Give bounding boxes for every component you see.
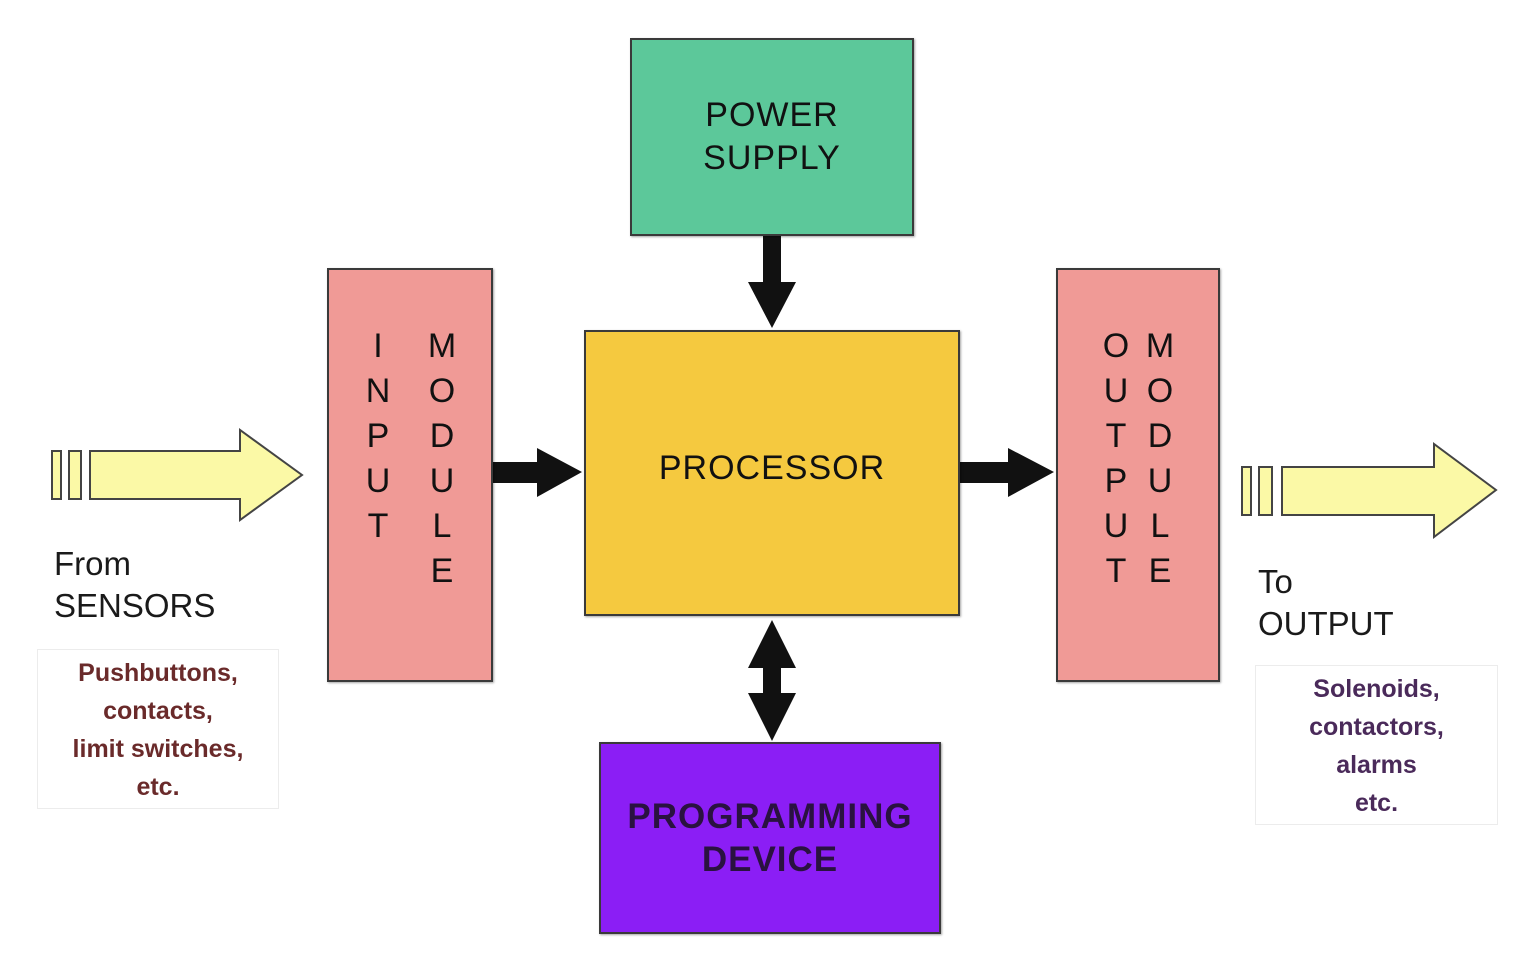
input-module-letter: N <box>365 372 391 410</box>
input-module-letter: U <box>429 462 455 500</box>
output-module-letter: U <box>1103 507 1129 545</box>
input-module-letter: O <box>428 372 456 410</box>
input-to-processor-arrow <box>493 448 582 497</box>
sensor-device-item: contacts, <box>103 697 213 725</box>
processor-block: PROCESSOR <box>584 330 960 616</box>
input-module-letter: T <box>367 507 389 545</box>
input-arrow-tail-bar-1 <box>51 450 62 500</box>
output-module-letter: O <box>1146 372 1174 410</box>
output-module-letter: E <box>1148 552 1172 590</box>
output-devices-list: Solenoids, contactors, alarms etc. <box>1255 665 1498 825</box>
input-arrow-body <box>89 428 304 522</box>
output-arrow-body <box>1281 442 1498 540</box>
sensor-device-item: Pushbuttons, <box>78 659 238 687</box>
processor-label: PROCESSOR <box>658 448 886 487</box>
output-module-letter: P <box>1104 462 1128 500</box>
power-supply-label: POWER SUPPLY <box>703 96 841 177</box>
input-module-letter: M <box>427 327 457 365</box>
output-signal-arrow <box>1241 442 1498 540</box>
input-module-letter: U <box>365 462 391 500</box>
output-module-letter: T <box>1105 552 1127 590</box>
output-module-word-module: M O D U L E <box>1143 324 1177 594</box>
programming-device-label: PROGRAMMING DEVICE <box>627 797 913 879</box>
power-to-processor-arrow <box>748 236 796 328</box>
output-device-item: alarms <box>1336 751 1417 779</box>
output-device-item: etc. <box>1354 789 1399 817</box>
output-label-line: OUTPUT <box>1258 605 1394 642</box>
sensor-device-item: limit switches, <box>72 735 244 763</box>
output-module-letter: D <box>1147 417 1173 455</box>
output-module-letter: U <box>1103 372 1129 410</box>
to-output-label: To OUTPUT <box>1258 561 1394 645</box>
input-module-word-module: M O D U L E <box>425 324 459 594</box>
processor-to-output-arrow <box>960 448 1054 497</box>
sensors-label-line: SENSORS <box>54 587 216 624</box>
input-module-label: I N P U T M O D U L E <box>361 324 459 594</box>
input-module-letter: L <box>432 507 452 545</box>
output-arrow-tail-bar-1 <box>1241 466 1252 516</box>
output-device-item: Solenoids, <box>1313 675 1440 703</box>
output-module-letter: L <box>1150 507 1170 545</box>
output-module-letter: M <box>1145 327 1175 365</box>
input-arrow-tail-bar-2 <box>68 450 82 500</box>
sensor-device-item: etc. <box>136 773 180 801</box>
output-module-block: O U T P U T M O D U L E <box>1056 268 1220 682</box>
from-label-line: From <box>54 545 131 582</box>
input-signal-arrow <box>51 428 304 522</box>
output-module-letter: T <box>1105 417 1127 455</box>
input-module-letter: E <box>430 552 454 590</box>
from-sensors-label: From SENSORS <box>54 543 215 627</box>
output-module-word-output: O U T P U T <box>1099 324 1133 594</box>
output-module-label: O U T P U T M O D U L E <box>1099 324 1177 594</box>
sensor-devices-list: Pushbuttons, contacts, limit switches, e… <box>37 649 279 809</box>
to-label-line: To <box>1258 563 1293 600</box>
input-module-letter: D <box>429 417 455 455</box>
output-module-letter: O <box>1102 327 1130 365</box>
input-module-block: I N P U T M O D U L E <box>327 268 493 682</box>
output-module-letter: U <box>1147 462 1173 500</box>
processor-programming-bidirectional-arrow <box>748 620 796 741</box>
programming-device-block: PROGRAMMING DEVICE <box>599 742 941 934</box>
output-device-item: contactors, <box>1309 713 1444 741</box>
input-module-word-input: I N P U T <box>361 324 395 594</box>
output-arrow-tail-bar-2 <box>1258 466 1273 516</box>
input-module-letter: P <box>366 417 390 455</box>
input-module-letter: I <box>373 327 383 365</box>
power-supply-block: POWER SUPPLY <box>630 38 914 236</box>
